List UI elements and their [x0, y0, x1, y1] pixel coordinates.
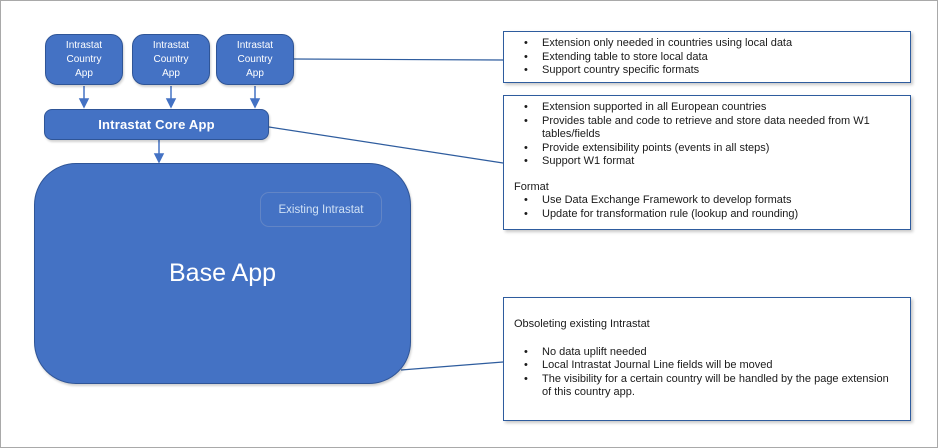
bullet-list: No data uplift neededLocal Intrastat Jou…	[514, 346, 900, 400]
note-section-title: Format	[514, 180, 549, 193]
existing-intrastat-badge: Existing Intrastat	[260, 192, 382, 227]
node-intrastat-country-app-1: Intrastat Country App	[45, 34, 123, 85]
node-base-app: Existing Intrastat Base App	[34, 163, 411, 384]
bullet-item: Local Intrastat Journal Line fields will…	[514, 359, 900, 373]
note-title: Obsoleting existing Intrastat	[514, 318, 650, 330]
callout-line-base-note	[400, 361, 504, 371]
node-intrastat-core-app: Intrastat Core App	[44, 109, 269, 140]
node-label: Base App	[168, 259, 277, 287]
node-label: Intrastat Country App	[152, 39, 190, 79]
callout-line-core-note	[268, 126, 504, 164]
bullet-item: Extension supported in all European coun…	[514, 101, 900, 115]
node-label: Intrastat Country App	[236, 39, 274, 79]
note-country-apps: Extension only needed in countries using…	[503, 31, 911, 83]
bullet-item: Update for transformation rule (lookup a…	[514, 208, 900, 222]
node-intrastat-country-app-2: Intrastat Country App	[132, 34, 210, 85]
arrowhead-country2	[165, 98, 177, 109]
node-label: Intrastat Core App	[98, 117, 215, 132]
bullet-item: No data uplift needed	[514, 346, 900, 360]
bullet-item: Support country specific formats	[514, 64, 900, 78]
bullet-list: Extension only needed in countries using…	[514, 37, 900, 78]
callout-line-country-note	[293, 58, 504, 61]
bullet-item: Extending table to store local data	[514, 51, 900, 65]
bullet-item: The visibility for a certain country wil…	[514, 373, 900, 400]
bullet-list: Use Data Exchange Framework to develop f…	[514, 194, 900, 221]
node-intrastat-country-app-3: Intrastat Country App	[216, 34, 294, 85]
note-core-app: Extension supported in all European coun…	[503, 95, 911, 230]
arrowhead-country1	[78, 98, 90, 109]
arrowhead-country3	[249, 98, 261, 109]
bullet-item: Extension only needed in countries using…	[514, 37, 900, 51]
note-base-app: Obsoleting existing Intrastat No data up…	[503, 297, 911, 421]
bullet-item: Support W1 format	[514, 155, 900, 169]
badge-label: Existing Intrastat	[278, 203, 364, 216]
bullet-item: Provides table and code to retrieve and …	[514, 115, 900, 142]
node-label: Intrastat Country App	[65, 39, 103, 79]
arrowhead-core	[153, 153, 165, 164]
bullet-item: Provide extensibility points (events in …	[514, 142, 900, 156]
bullet-list: Extension supported in all European coun…	[514, 101, 900, 169]
bullet-item: Use Data Exchange Framework to develop f…	[514, 194, 900, 208]
